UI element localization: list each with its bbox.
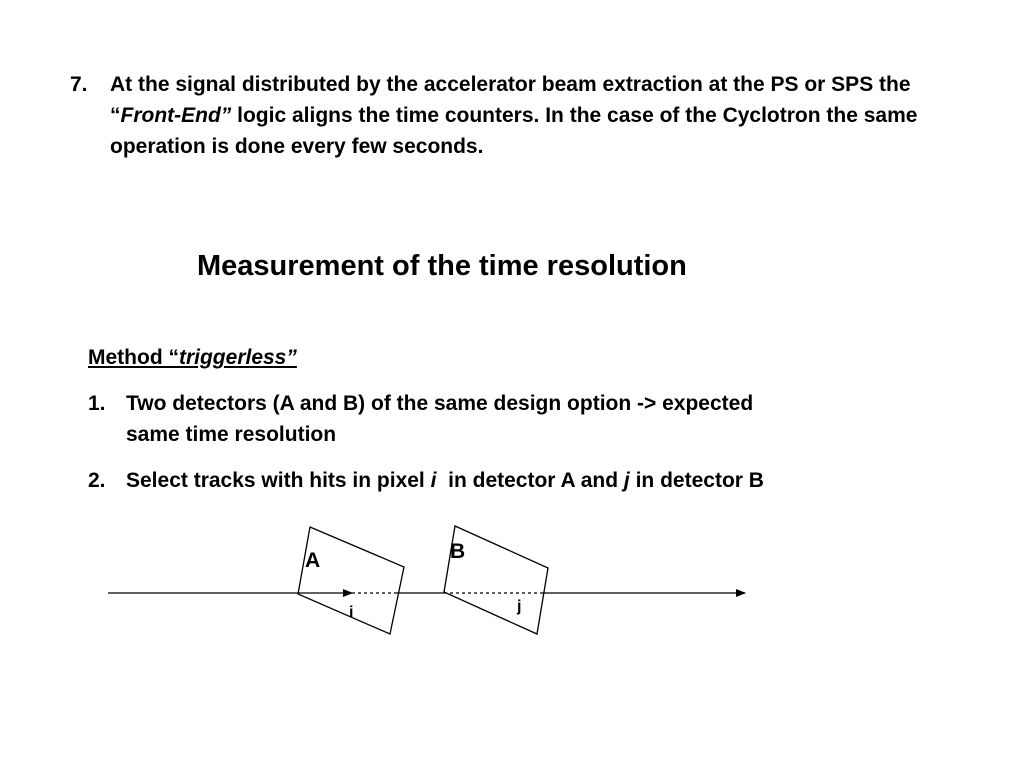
pixel-j-label: j [516, 598, 521, 615]
list-item-1-line1: Two detectors (A and B) of the same desi… [126, 392, 754, 415]
item-7-text-before: At the signal distributed by the acceler… [110, 73, 911, 127]
pixel-i-label: i [349, 604, 353, 621]
list-item-2-text-c: in detector B [629, 469, 764, 492]
detector-b-label: B [450, 540, 465, 563]
section-heading: Measurement of the time resolution [197, 250, 687, 282]
list-item-2-number: 2. [88, 469, 106, 492]
method-emphasis: triggerless” [178, 346, 297, 369]
item-7-emphasis: Front-End” [120, 104, 232, 127]
list-item-2-text: Select tracks with hits in pixel i in de… [126, 465, 764, 496]
list-item-2-var-i: i [430, 469, 437, 492]
detector-b-shape [443, 525, 549, 635]
item-7-number: 7. [70, 73, 88, 96]
list-item-1-line2: same time resolution [126, 423, 337, 446]
list-item-2-var-j: j [623, 469, 630, 492]
item-7-text-after: logic aligns the time counters. In the c… [110, 104, 918, 158]
list-item-2-text-a: Select tracks with hits in pixel [126, 469, 431, 492]
detector-a-shape [297, 526, 405, 635]
item-7-text: At the signal distributed by the acceler… [110, 69, 960, 162]
method-label: Method “triggerless” [88, 342, 297, 373]
detector-a-label: A [305, 549, 320, 572]
list-item-1-number: 1. [88, 392, 106, 415]
list-item-2-text-b: in detector A and [436, 469, 624, 492]
method-prefix: Method “ [88, 346, 179, 369]
